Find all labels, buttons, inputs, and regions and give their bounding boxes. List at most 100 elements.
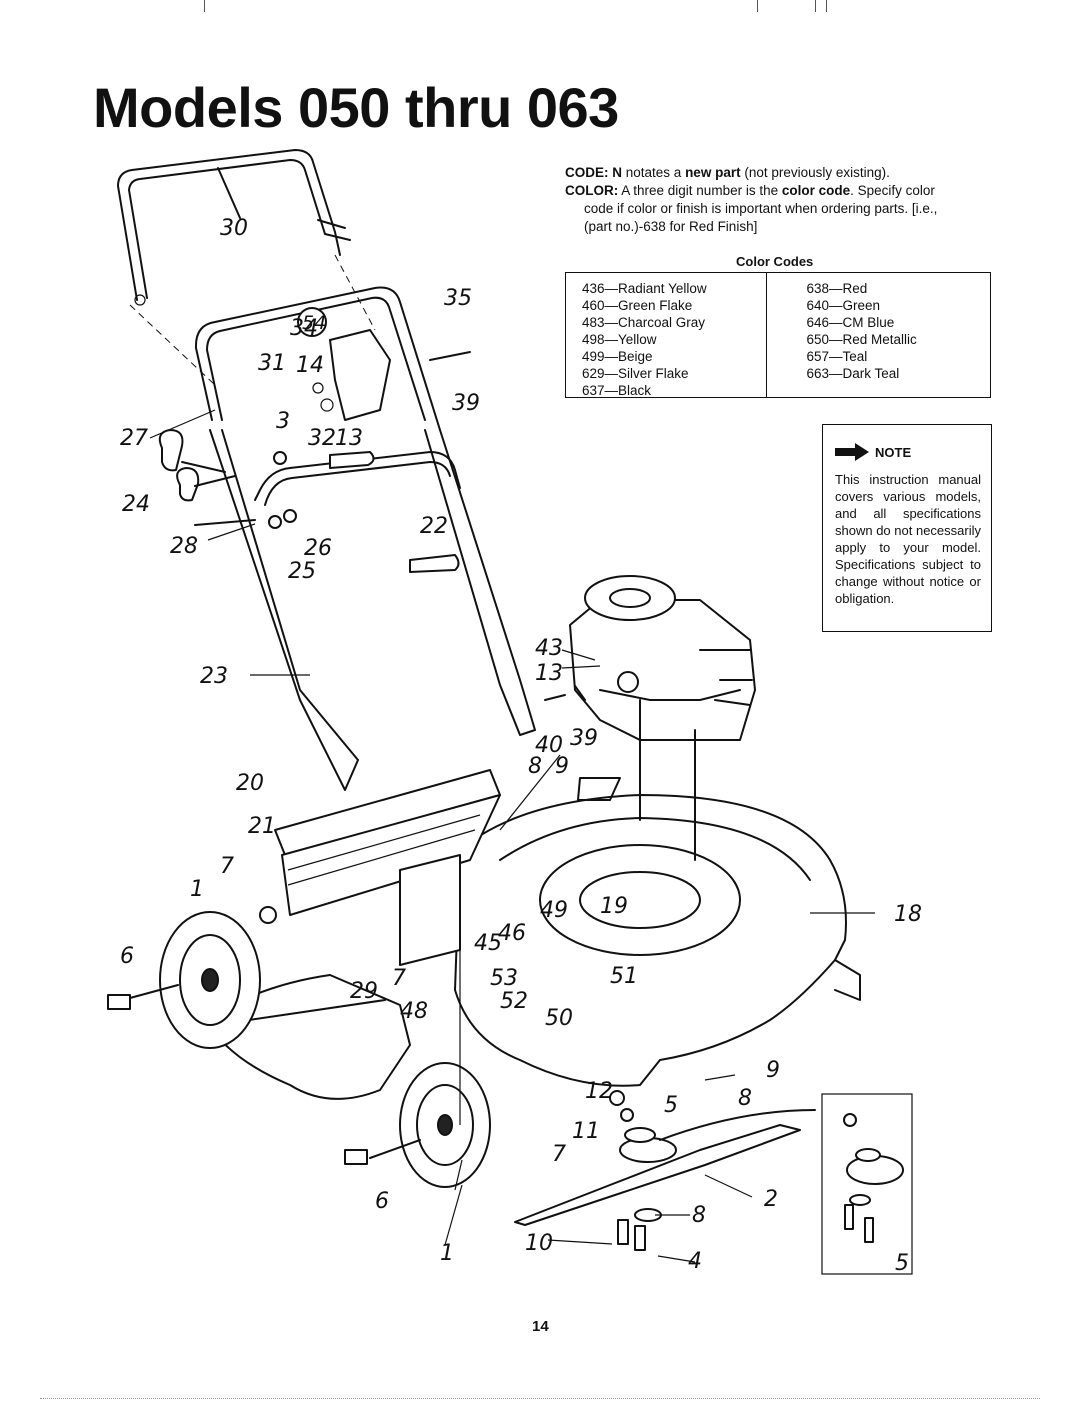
code-text-1: notates a [622, 165, 686, 180]
color-line: COLOR: A three digit number is the color… [565, 182, 993, 200]
color-code-entry: 646—CM Blue [806, 315, 895, 330]
callout-31: 31 [258, 351, 286, 376]
page-number: 14 [532, 1318, 549, 1335]
callout-7-mid: 7 [392, 966, 406, 991]
callout-9-lower: 9 [766, 1058, 780, 1083]
mower-deck [454, 699, 861, 1087]
callout-29: 29 [350, 979, 378, 1004]
callout-52: 52 [500, 989, 528, 1014]
callout-4: 4 [688, 1249, 702, 1274]
code-label: CODE: [565, 165, 609, 180]
code-text-bold: new part [685, 165, 741, 180]
callout-34: 34 [290, 316, 318, 341]
callout-30: 30 [220, 216, 248, 241]
leader-lines [149, 409, 875, 1263]
note-box: NOTE This instruction manual covers vari… [822, 424, 992, 632]
color-codes-title: Color Codes [736, 254, 814, 269]
callout-24: 24 [122, 492, 150, 517]
callout-14: 14 [296, 353, 324, 378]
upper-handle [117, 149, 351, 306]
color-code-entry: 498—Yellow [582, 332, 657, 347]
code-letter: N [612, 165, 623, 180]
arrow-right-icon [835, 443, 869, 461]
callout-51: 51 [610, 964, 638, 989]
lower-handle [194, 286, 536, 791]
callout-1-front: 1 [440, 1241, 454, 1266]
color-line-3: (part no.)-638 for Red Finish] [584, 219, 758, 234]
callout-26: 26 [304, 536, 332, 561]
callout-35: 35 [444, 286, 472, 311]
callout-8-blade: 8 [692, 1203, 706, 1228]
wheel-front [344, 1062, 491, 1188]
color-code-entry: 650—Red Metallic [806, 332, 917, 347]
color-code-entry: 629—Silver Flake [582, 366, 689, 381]
callout-8-upper: 8 [528, 754, 542, 779]
color-text-2: . Specify color [850, 183, 935, 198]
color-code-entry: 640—Green [806, 298, 881, 313]
callout-43: 43 [535, 636, 563, 661]
callout-6-front: 6 [375, 1189, 389, 1214]
callout-27: 27 [120, 426, 148, 451]
color-code-entry: 483—Charcoal Gray [582, 315, 706, 330]
color-code-entry: 657—Teal [806, 349, 868, 364]
callout-48: 48 [400, 999, 428, 1024]
callout-5-blade: 5 [664, 1093, 678, 1118]
callout-54: 54 [302, 312, 326, 334]
crop-mark [826, 0, 827, 12]
callout-6-rear: 6 [120, 944, 134, 969]
callout-39-engine: 39 [570, 726, 598, 751]
callout-39-upper: 39 [452, 391, 480, 416]
rear-shield [259, 769, 501, 966]
callout-7-left: 7 [220, 854, 234, 879]
note-label: NOTE [875, 444, 912, 460]
callout-19: 19 [600, 894, 628, 919]
callout-2: 2 [764, 1187, 778, 1212]
callout-1-rear: 1 [190, 877, 204, 902]
handle-knobs [158, 429, 460, 573]
color-codes-left-column: 436—Radiant Yellow 460—Green Flake 483—C… [566, 273, 766, 398]
bottom-rule [40, 1398, 1040, 1399]
callout-45: 45 [474, 931, 502, 956]
color-text-bold: color code [781, 183, 851, 198]
color-code-entry: 663—Dark Teal [806, 366, 900, 381]
throttle-control [273, 307, 471, 469]
color-code-entry: 638—Red [806, 281, 868, 296]
callout-40: 40 [535, 733, 563, 758]
crop-mark [757, 0, 758, 12]
callout-46: 46 [498, 921, 526, 946]
callout-13-engine: 13 [535, 661, 563, 686]
callout-18: 18 [894, 902, 922, 927]
callout-50: 50 [545, 1006, 573, 1031]
color-code-entry: 637—Black [582, 383, 652, 398]
callout-49: 49 [540, 898, 568, 923]
callout-8-lower: 8 [738, 1086, 752, 1111]
callout-21: 21 [248, 814, 276, 839]
color-text-1: A three digit number is the [618, 183, 782, 198]
callout-12: 12 [585, 1079, 613, 1104]
code-color-explanation: CODE: N notates a new part (not previous… [565, 164, 993, 236]
callout-10: 10 [525, 1231, 553, 1256]
callout-22: 22 [420, 514, 448, 539]
callout-3: 3 [276, 409, 290, 434]
crop-mark [204, 0, 205, 12]
blade-assembly [514, 1090, 816, 1251]
color-code-entry: 436—Radiant Yellow [582, 281, 707, 296]
color-code-entry: 460—Green Flake [582, 298, 693, 313]
color-codes-right-column: 638—Red 640—Green 646—CM Blue 650—Red Me… [765, 273, 991, 397]
color-label: COLOR: [565, 183, 619, 198]
color-code-entry: 499—Beige [582, 349, 653, 364]
callout-53: 53 [490, 966, 518, 991]
engine [544, 575, 756, 741]
crop-mark [815, 0, 816, 12]
callout-28: 28 [170, 534, 198, 559]
callout-9-upper: 9 [555, 754, 569, 779]
callout-7-lower: 7 [552, 1142, 566, 1167]
callout-32: 32 [308, 426, 336, 451]
callout-5-inset: 5 [895, 1251, 909, 1276]
color-line-2: code if color or finish is important whe… [584, 201, 938, 216]
code-text-2: (not previously existing). [740, 165, 890, 180]
note-text: This instruction manual covers various m… [835, 472, 981, 606]
note-heading: NOTE [835, 443, 981, 461]
callout-11: 11 [572, 1119, 600, 1144]
